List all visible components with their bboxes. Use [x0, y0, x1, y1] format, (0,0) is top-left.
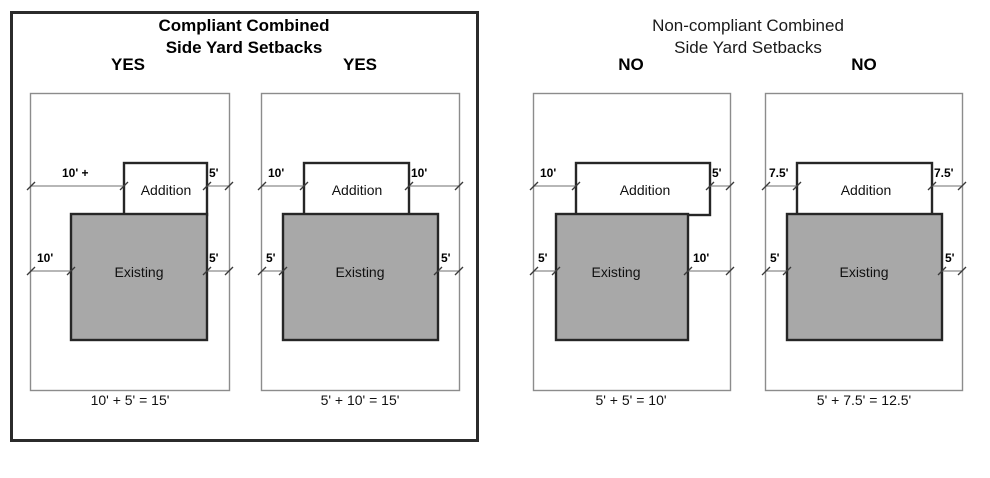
noncompliant-lot-2-addition-right-dim: 7.5': [934, 166, 954, 180]
compliant-lot-2-addition-label: Addition: [332, 182, 383, 198]
noncompliant-lot-2-existing-label: Existing: [839, 264, 888, 280]
noncompliant-lot-1-verdict: NO: [618, 55, 644, 74]
compliant-lot-1-addition-left-dim: 10' +: [62, 166, 89, 180]
noncompliant-lot-2-existing-tick-c: [937, 266, 947, 276]
compliant-lot-2-addition-right-dim: 10': [411, 166, 427, 180]
noncompliant-lot-1-existing-left-dim: 5': [538, 251, 548, 265]
noncompliant-lot-2-verdict: NO: [851, 55, 877, 74]
noncompliant-lot-1-existing-right-dim: 10': [693, 251, 709, 265]
compliant-lot-1-addition-label: Addition: [141, 182, 192, 198]
compliant-lot-2: YES Addition Existing 10' 10' 5' 5' 5' +…: [257, 55, 464, 408]
compliant-lot-2-existing-tick-c: [433, 266, 443, 276]
compliant-lot-1-existing-tick-b: [66, 266, 76, 276]
compliant-lot-1-existing-tick-a: [26, 266, 36, 276]
noncompliant-lot-1-addition-tick-a: [529, 181, 539, 191]
compliant-lot-2-existing-left-dim: 5': [266, 251, 276, 265]
compliant-lot-1: YES Addition Existing 10' + 5' 10' 5' 10…: [26, 55, 234, 408]
noncompliant-lot-2-existing-tick-b: [782, 266, 792, 276]
compliant-lot-1-existing-tick-c: [202, 266, 212, 276]
compliant-lot-1-verdict: YES: [111, 55, 145, 74]
noncompliant-lot-2-addition-tick-c: [927, 181, 937, 191]
compliant-panel-title-line1: Compliant Combined: [159, 16, 330, 35]
compliant-lot-2-existing-right-dim: 5': [441, 251, 451, 265]
compliant-lot-1-addition-tick-d: [224, 181, 234, 191]
compliant-panel-title-line2: Side Yard Setbacks: [166, 38, 323, 57]
noncompliant-panel-title-line2: Side Yard Setbacks: [674, 38, 822, 57]
noncompliant-lot-2-addition-label: Addition: [841, 182, 892, 198]
compliant-lot-1-addition-tick-c: [202, 181, 212, 191]
noncompliant-lot-2-addition-box: [795, 161, 934, 217]
compliant-lot-2-caption: 5' + 10' = 15': [321, 392, 400, 408]
compliant-lot-2-addition-left-dim: 10': [268, 166, 284, 180]
noncompliant-lot-2-existing-tick-d: [957, 266, 967, 276]
noncompliant-lot-1-existing-tick-a: [529, 266, 539, 276]
noncompliant-lot-1-addition-right-dim: 5': [712, 166, 722, 180]
compliant-lot-2-existing-tick-d: [454, 266, 464, 276]
noncompliant-lot-1: NO Addition Existing 10' 5' 5' 10' 5' + …: [529, 55, 735, 408]
compliant-panel-frame: [10, 11, 479, 442]
noncompliant-panel-title-line1: Non-compliant Combined: [652, 16, 844, 35]
noncompliant-lot-1-existing-tick-c: [683, 266, 693, 276]
compliant-lot-1-existing-tick-d: [224, 266, 234, 276]
noncompliant-lot-1-existing-tick-d: [725, 266, 735, 276]
noncompliant-lot-2-addition-tick-a: [761, 181, 771, 191]
compliant-lot-2-existing-label: Existing: [335, 264, 384, 280]
compliant-lot-1-caption: 10' + 5' = 15': [91, 392, 170, 408]
compliant-lot-2-addition-tick-b: [299, 181, 309, 191]
noncompliant-lot-2-addition-tick-b: [792, 181, 802, 191]
compliant-lot-1-addition-right-dim: 5': [209, 166, 219, 180]
compliant-lot-2-existing-tick-b: [278, 266, 288, 276]
compliant-lot-1-existing-left-dim: 10': [37, 251, 53, 265]
compliant-lot-1-addition-tick-b: [119, 181, 129, 191]
compliant-lot-2-existing-tick-a: [257, 266, 267, 276]
noncompliant-lot-1-addition-tick-c: [705, 181, 715, 191]
noncompliant-lot-2: NO Addition Existing 7.5' 7.5' 5' 5' 5' …: [761, 55, 967, 408]
noncompliant-lot-1-addition-tick-d: [725, 181, 735, 191]
noncompliant-lot-2-existing-box: [785, 212, 944, 342]
noncompliant-lot-1-caption: 5' + 5' = 10': [595, 392, 666, 408]
compliant-lot-1-existing-box: [69, 212, 209, 342]
noncompliant-lot-2-addition-left-dim: 7.5': [769, 166, 789, 180]
noncompliant-lot-2-existing-tick-a: [761, 266, 771, 276]
compliant-lot-2-existing-box: [281, 212, 440, 342]
compliant-lot-2-verdict: YES: [343, 55, 377, 74]
noncompliant-lot-1-addition-left-dim: 10': [540, 166, 556, 180]
compliant-lot-1-existing-label: Existing: [114, 264, 163, 280]
noncompliant-lot-2-existing-right-dim: 5': [945, 251, 955, 265]
noncompliant-lot-2-addition-tick-d: [957, 181, 967, 191]
compliant-lot-1-addition-tick-a: [26, 181, 36, 191]
compliant-lot-2-addition-tick-c: [404, 181, 414, 191]
compliant-lot-2-addition-tick-a: [257, 181, 267, 191]
compliant-lot-1-existing-right-dim: 5': [209, 251, 219, 265]
noncompliant-lot-2-existing-left-dim: 5': [770, 251, 780, 265]
noncompliant-lot-1-existing-box: [554, 212, 690, 342]
noncompliant-lot-1-addition-tick-b: [571, 181, 581, 191]
noncompliant-lot-1-existing-label: Existing: [591, 264, 640, 280]
compliant-lot-2-addition-tick-d: [454, 181, 464, 191]
noncompliant-lot-1-existing-tick-b: [551, 266, 561, 276]
noncompliant-lot-2-caption: 5' + 7.5' = 12.5': [817, 392, 911, 408]
noncompliant-lot-1-addition-label: Addition: [620, 182, 671, 198]
